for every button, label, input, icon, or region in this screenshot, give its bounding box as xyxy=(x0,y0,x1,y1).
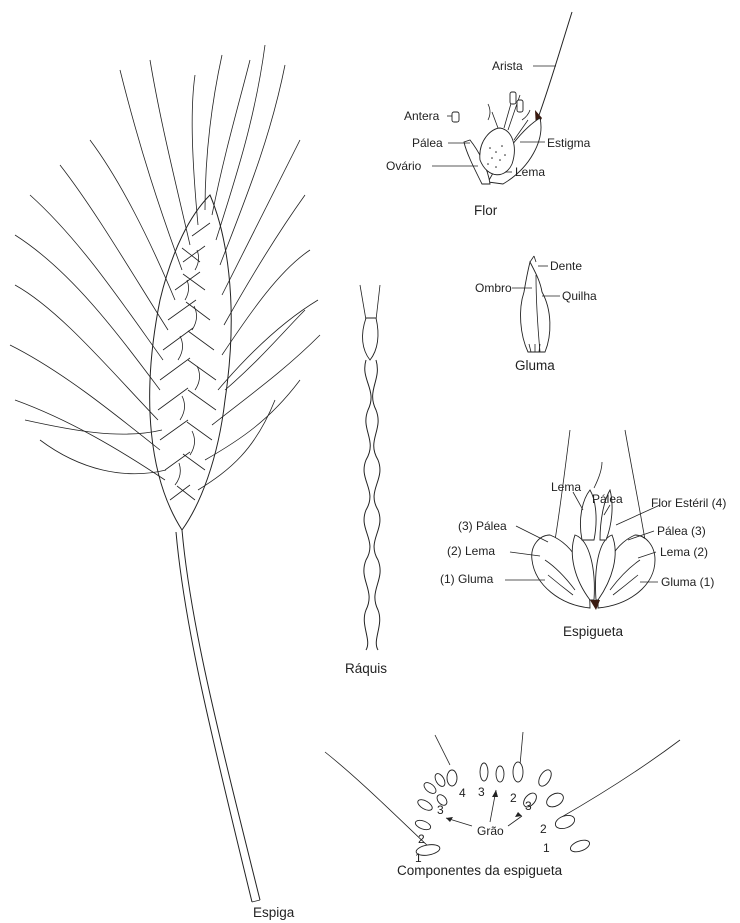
raquis-caption: Ráquis xyxy=(345,661,387,676)
espigueta-label-lema-right: Lema (2) xyxy=(660,545,708,559)
componentes-number: 2 xyxy=(540,822,547,836)
espigueta-caption: Espigueta xyxy=(563,624,624,639)
gluma-label-ombro: Ombro xyxy=(475,281,512,295)
componentes-caption: Componentes da espigueta xyxy=(397,863,563,878)
espigueta-label-gluma-left: (1) Gluma xyxy=(440,572,494,586)
flor-label-arista: Arista xyxy=(492,59,523,73)
espiga-caption: Espiga xyxy=(253,905,295,920)
espigueta-label-flor-esteril: Flor Estéril (4) xyxy=(651,496,726,510)
componentes-number: 1 xyxy=(543,841,550,855)
componentes-label-grao: Grão xyxy=(477,824,504,838)
espigueta-label-lema-left: (2) Lema xyxy=(447,544,495,558)
componentes-number: 2 xyxy=(418,832,425,846)
flor-drawing xyxy=(432,12,572,184)
flor-label-estigma: Estigma xyxy=(547,136,591,150)
componentes-number: 4 xyxy=(459,786,466,800)
espigueta-label-palea-left: (3) Pálea xyxy=(458,519,507,533)
flor-label-antera: Antera xyxy=(404,109,440,123)
componentes-number: 2 xyxy=(510,791,517,805)
flor-label-lema: Lema xyxy=(515,165,545,179)
gluma-label-dente: Dente xyxy=(550,259,582,273)
gluma-label-quilha: Quilha xyxy=(562,289,597,303)
espigueta-label-palea-top: Pálea xyxy=(592,492,623,506)
componentes-number: 3 xyxy=(525,799,532,813)
raquis-drawing xyxy=(360,285,380,650)
flor-label-palea: Pálea xyxy=(412,136,443,150)
espigueta-label-gluma-right: Gluma (1) xyxy=(661,575,714,589)
espigueta-label-palea-right: Pálea (3) xyxy=(657,524,706,538)
componentes-number: 3 xyxy=(437,803,444,817)
flor-label-ovario: Ovário xyxy=(386,159,422,173)
componentes-number: 3 xyxy=(478,785,485,799)
flor-caption: Flor xyxy=(474,203,498,218)
espigueta-drawing xyxy=(505,430,660,610)
espiga-drawing xyxy=(10,45,320,902)
gluma-caption: Gluma xyxy=(515,358,555,373)
componentes-drawing xyxy=(325,732,680,857)
espigueta-label-lema-top: Lema xyxy=(551,480,581,494)
